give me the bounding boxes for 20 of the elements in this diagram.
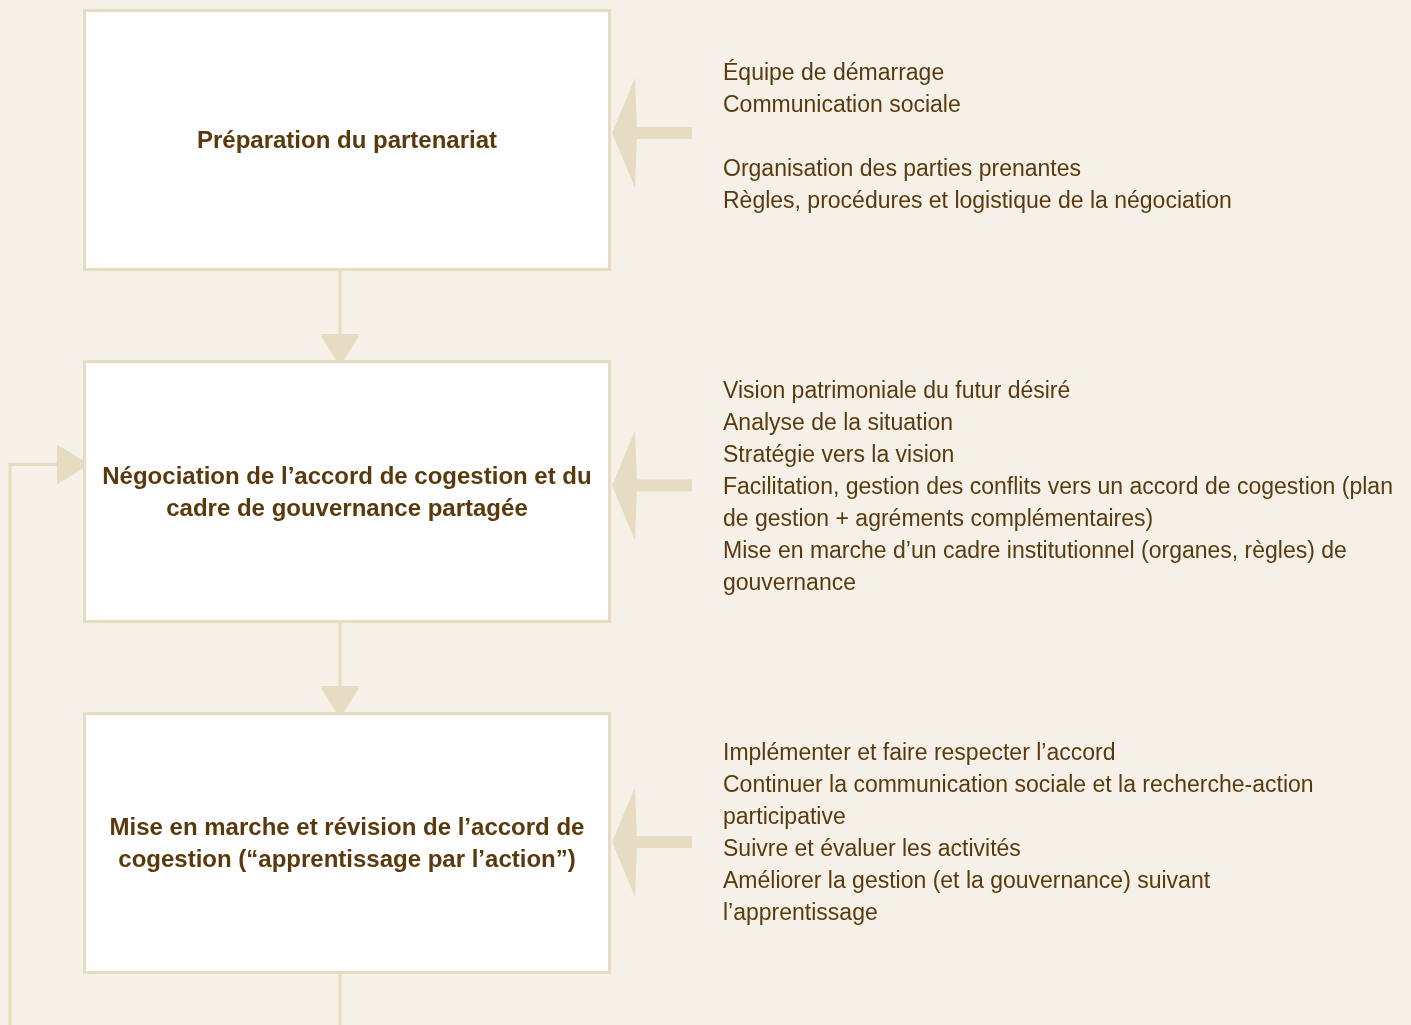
step-detail: Améliorer la gestion (et la gouvernance) suivant l’apprentissage	[723, 866, 1212, 927]
step-title: Négociation de l’accord de cogestion et du cadre de gouvernance partagée	[101, 460, 593, 523]
step-detail: Stratégie vers la vision	[723, 440, 956, 469]
step-detail: Organisation des parties prenantes	[723, 154, 1082, 183]
step-detail: Continuer la communication sociale et la recherche-action participative	[723, 770, 1315, 831]
step-detail: Implémenter et faire respecter l’accord	[723, 738, 1117, 767]
step-box	[83, 9, 611, 271]
step-detail: Règles, procédures et logistique de la négociation	[723, 186, 1233, 215]
step-title: Mise en marche et révision de l’accord de cogestion (“apprentissage par l’action”)	[108, 812, 586, 874]
arrow	[8, 444, 342, 1025]
step-detail: Analyse de la situation	[723, 408, 955, 437]
step-detail: Facilitation, gestion des conflits vers un accord de cogestion (plan de gestion + agréments complémentaires)	[723, 472, 1394, 533]
step-box	[83, 360, 611, 623]
step-detail: Mise en marche d’un cadre institutionnel (organes, règles) de gouvernance	[723, 536, 1348, 597]
step-detail: Communication sociale	[723, 90, 962, 119]
step-detail: Suivre et évaluer les activités	[723, 834, 1022, 863]
step-detail: Vision patrimoniale du futur désiré	[723, 376, 1072, 405]
step-box	[83, 712, 611, 974]
step-detail: Équipe de démarrage	[723, 58, 946, 87]
step-title: Préparation du partenariat	[196, 125, 498, 155]
